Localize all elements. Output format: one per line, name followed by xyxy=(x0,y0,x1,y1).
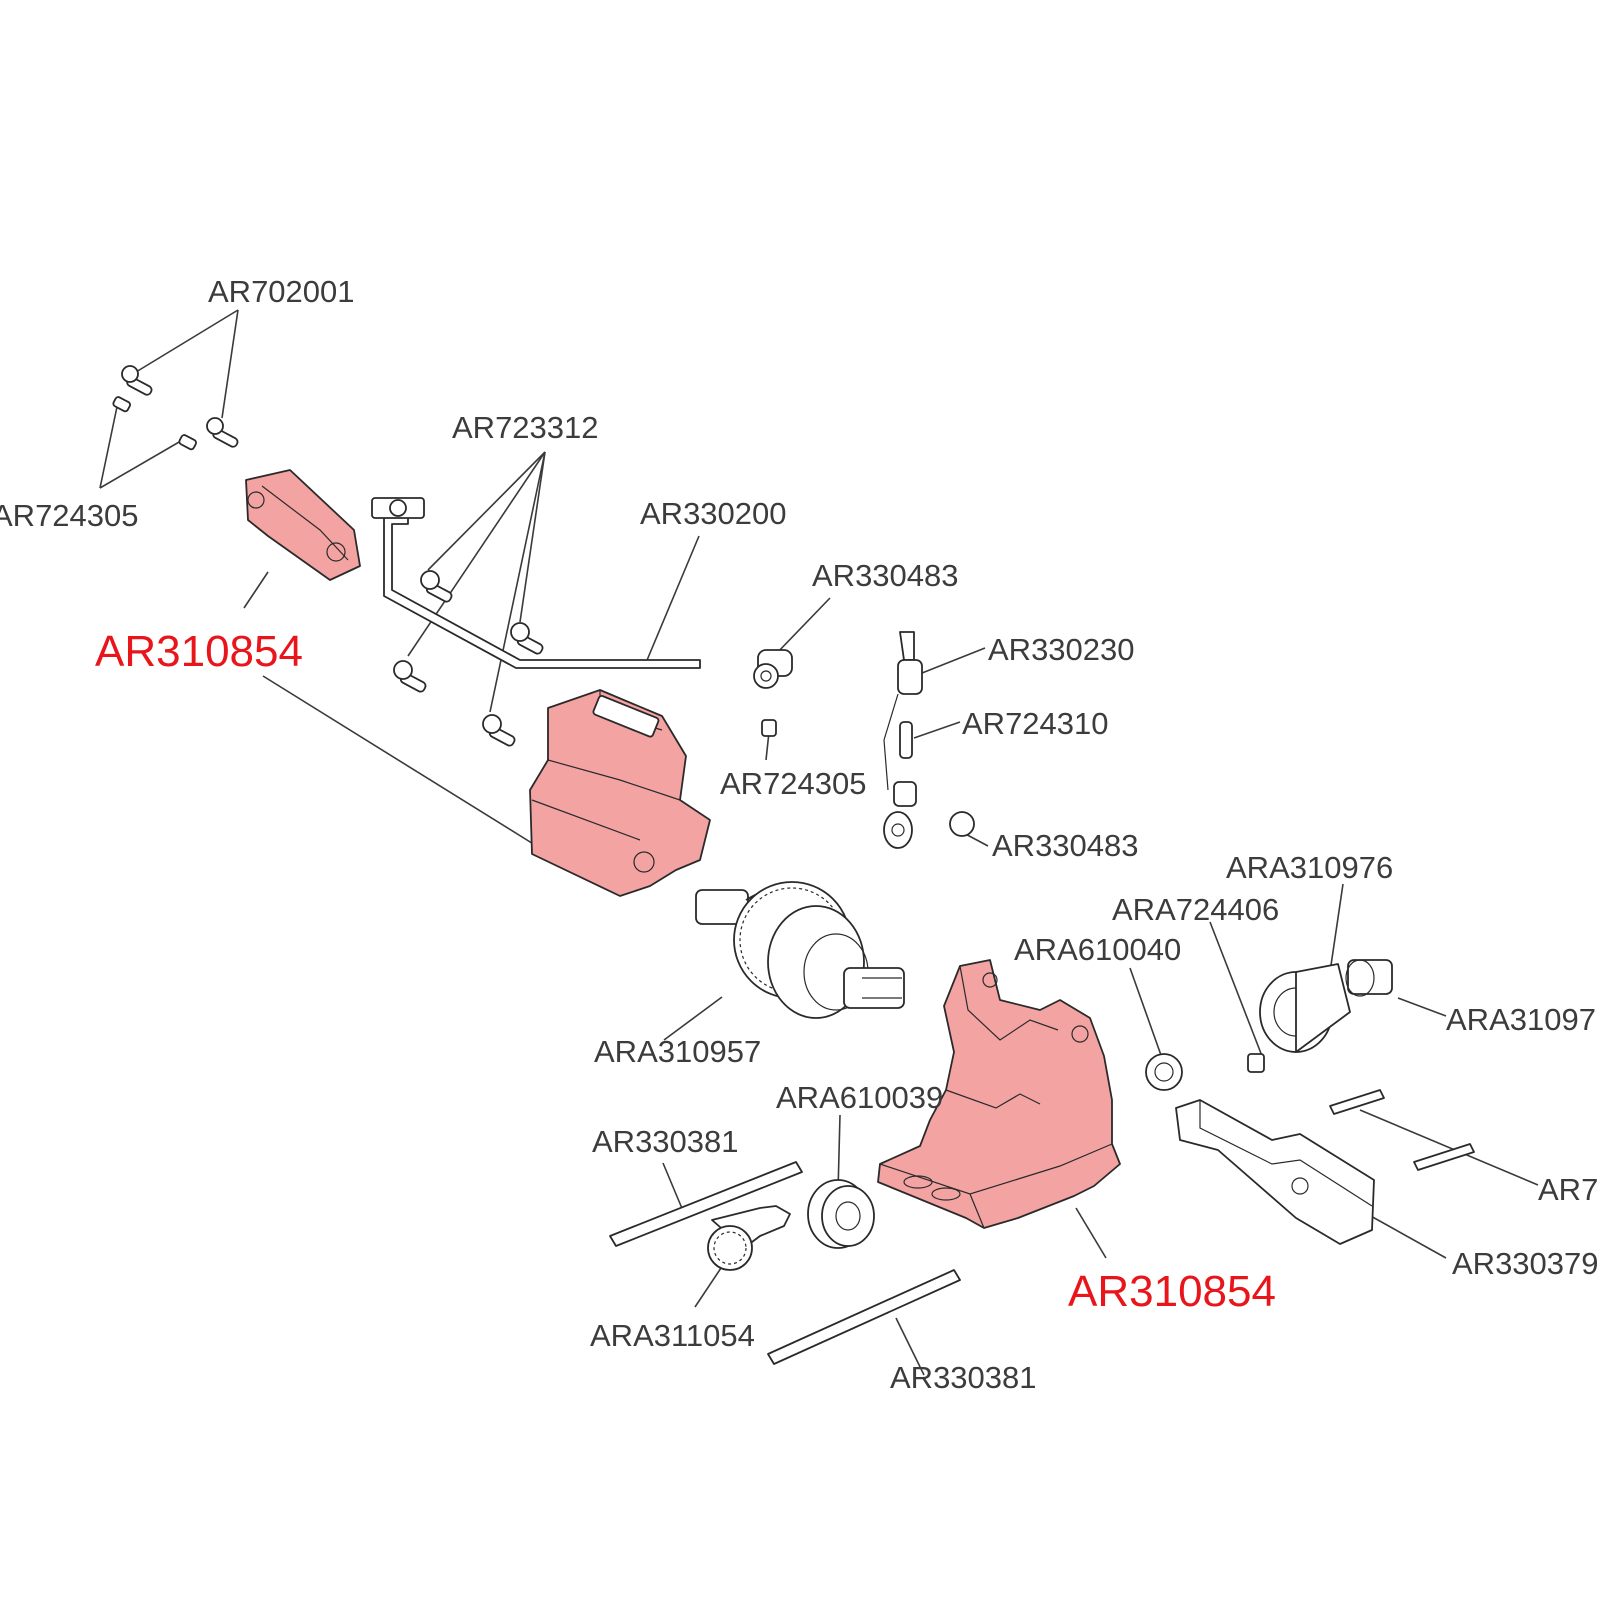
setscrew-ar724305-a xyxy=(112,396,131,413)
screw-ar723312-c xyxy=(393,660,427,693)
ball-ar330483-mid xyxy=(949,811,975,837)
label-ar330230: AR330230 xyxy=(988,632,1135,667)
label-ara310976: ARA310976 xyxy=(1226,850,1393,885)
label-ara310957: ARA310957 xyxy=(594,1034,761,1069)
drop-link-assembly xyxy=(883,631,923,849)
sway-bar-ar330200 xyxy=(371,497,701,669)
setscrew-ar724305-mid xyxy=(761,719,777,737)
screw-ar723312-b xyxy=(510,622,544,655)
outdrive-ara310976 xyxy=(1259,959,1393,1053)
differential-ara310957 xyxy=(695,881,905,1019)
screw-ar702001-b xyxy=(206,417,239,448)
bearing-ara610040 xyxy=(1145,1053,1183,1091)
label-ar310854-bottom: AR310854 xyxy=(1068,1267,1276,1316)
diff-cover-ar310854 xyxy=(529,689,711,897)
gearbox-housing-ar310854 xyxy=(877,959,1121,1229)
bracket-ar310854-top xyxy=(245,469,361,581)
hinge-pins-ar7 xyxy=(1329,1089,1475,1171)
screw-ar723312-d xyxy=(482,714,516,747)
bearing-ara610039 xyxy=(807,1179,875,1249)
screw-parts xyxy=(112,365,544,747)
pin-ar330381-top xyxy=(609,1161,803,1247)
setscrew-ara724406 xyxy=(1247,1053,1265,1073)
label-ar724305-mid: AR724305 xyxy=(720,766,867,801)
screw-ar723312-a xyxy=(420,570,453,603)
label-ar702001: AR702001 xyxy=(208,274,355,309)
label-ara724406: ARA724406 xyxy=(1112,892,1279,927)
label-ar724305-top: AR724305 xyxy=(0,498,139,533)
link-ball-ar330483-top xyxy=(753,649,793,689)
pin-ar330381-bottom xyxy=(767,1269,961,1365)
label-ara311054: ARA311054 xyxy=(590,1318,755,1353)
label-ar723312: AR723312 xyxy=(452,410,599,445)
label-ar330381-bottom: AR330381 xyxy=(890,1360,1037,1395)
label-ar7: AR7 xyxy=(1538,1172,1598,1207)
label-ar330483-mid: AR330483 xyxy=(992,828,1139,863)
label-ar310854-top: AR310854 xyxy=(95,627,303,676)
suspension-mount-ar330379 xyxy=(1175,1099,1375,1245)
label-ara31097: ARA31097 xyxy=(1446,1002,1596,1037)
pinion-ara311054 xyxy=(707,1205,791,1271)
label-ar330381-top: AR330381 xyxy=(592,1124,739,1159)
screw-ar702001-a xyxy=(121,365,153,396)
label-ar330379: AR330379 xyxy=(1452,1246,1599,1281)
label-ara610039: ARA610039 xyxy=(776,1080,943,1115)
label-ar330483-top: AR330483 xyxy=(812,558,959,593)
setscrew-ar724305-b xyxy=(178,434,197,451)
label-ar724310: AR724310 xyxy=(962,706,1109,741)
label-ara610040: ARA610040 xyxy=(1014,932,1181,967)
part-labels: AR702001 AR724305 AR723312 AR330200 AR31… xyxy=(0,274,1599,1395)
label-ar330200: AR330200 xyxy=(640,496,787,531)
